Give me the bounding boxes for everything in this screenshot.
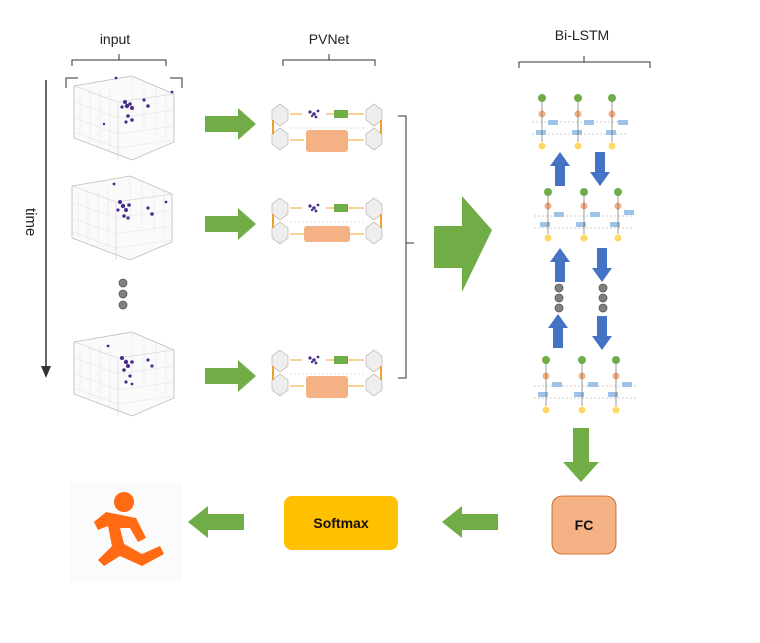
softmax-to-output-arrow	[188, 506, 244, 538]
pvnet-to-bilstm-arrow	[434, 196, 492, 292]
softmax-label: Softmax	[313, 515, 368, 531]
time-label: time	[22, 208, 39, 236]
pvnet-block-3	[271, 349, 383, 398]
lstm-cell-row-middle	[534, 188, 634, 242]
falling-person-icon	[70, 482, 182, 582]
bilstm-to-fc-arrow	[563, 428, 599, 482]
lstm-cell-row-top	[532, 94, 628, 150]
bilstm-brace	[518, 56, 651, 68]
bilstm-label: Bi-LSTM	[555, 27, 609, 43]
bilstm-ellipsis	[554, 283, 608, 313]
point-cloud-frame-3	[73, 331, 175, 417]
fc-box	[551, 495, 617, 555]
fc-to-softmax-arrow	[442, 506, 498, 538]
bilstm-backward-arrows	[590, 152, 612, 350]
softmax-box	[284, 496, 398, 550]
input-label: input	[100, 31, 130, 47]
pvnet-label: PVNet	[309, 31, 350, 47]
bilstm-forward-arrows	[548, 152, 570, 348]
down-arrow-icon	[41, 366, 51, 378]
point-cloud-frame-1	[73, 75, 175, 161]
pvnet-block-2	[271, 197, 383, 245]
frames-ellipsis	[118, 278, 128, 310]
pvnet-brace	[282, 54, 376, 66]
lstm-cell-row-bottom	[534, 356, 636, 414]
pvnet-output-brace	[398, 115, 414, 379]
input-to-pvnet-arrows	[205, 108, 256, 392]
pvnet-block-1	[271, 103, 383, 152]
point-cloud-frame-2	[71, 175, 173, 261]
input-brace	[71, 54, 167, 66]
fc-label: FC	[575, 517, 594, 533]
input-corner-brackets	[65, 77, 183, 88]
